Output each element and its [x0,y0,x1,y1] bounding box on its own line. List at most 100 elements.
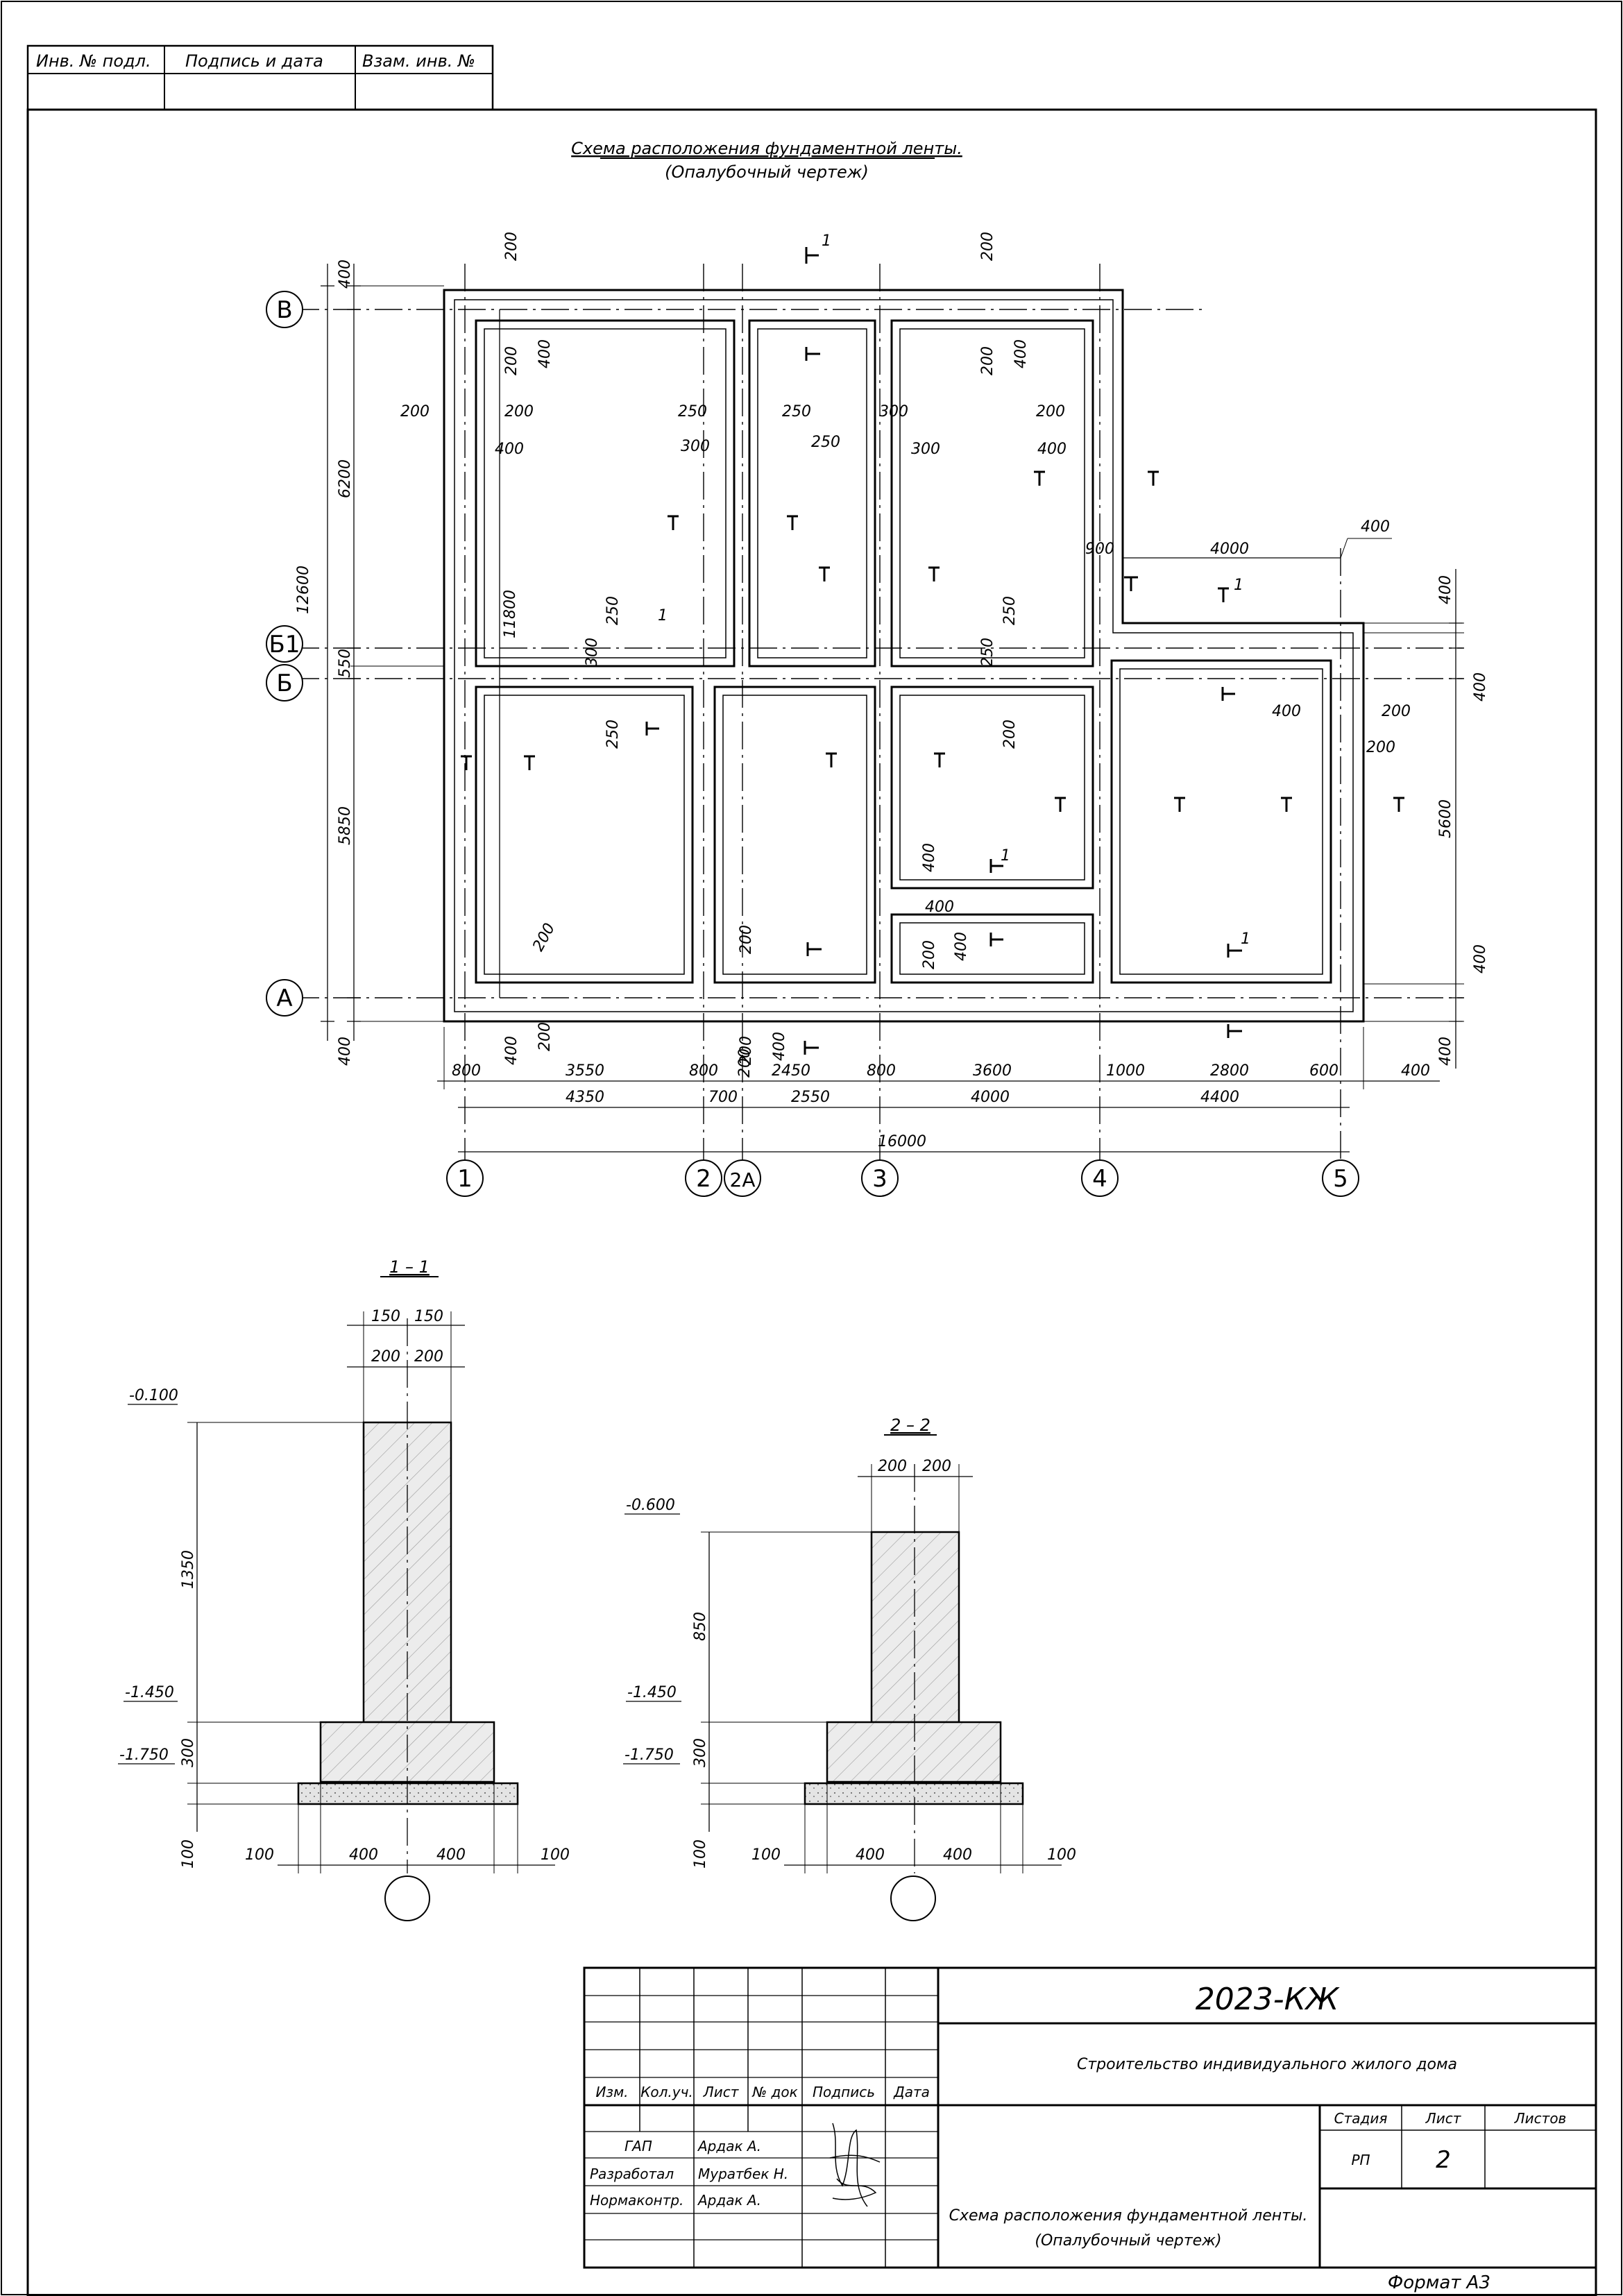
stamp-header-inv: Инв. № подл. [36,51,151,71]
strip-inner-contour [454,299,1354,1012]
s1-elev-mid: -1.450 [125,1684,174,1701]
s1-vdim-1350: 1350 [180,1550,197,1589]
section-mark-number: 1 [1241,930,1250,948]
axis-label-4: 4 [1092,1165,1107,1193]
right-dimension-chain [1449,569,1463,1069]
tb-col-izm: Изм. [595,2084,628,2100]
left-dimension-chain [321,264,500,1041]
role-gap: ГАП [624,2138,652,2154]
inner-dim: 300 [681,438,710,455]
bottom-dim-3600: 3600 [973,1062,1012,1080]
s1-top-200-b: 200 [414,1348,443,1366]
stamp-header-sign: Подпись и дата [185,51,323,71]
inner-dim: 400 [503,1036,520,1065]
right-dim-400-b: 400 [1472,672,1489,701]
s1-vdim-300: 300 [180,1738,197,1767]
s2-bdim-100-a: 100 [751,1846,781,1864]
section-mark-number: 1 [822,232,831,250]
section-mark-number: 1 [1001,847,1010,865]
section-2-2: 2 – 2 [701,1415,1062,1921]
inner-dim: 400 [925,899,954,916]
bottom-dim-800-b: 800 [689,1062,718,1080]
section-1-title: 1 – 1 [389,1257,430,1277]
bottom-dim-600: 600 [1309,1062,1339,1080]
inner-dim: 250 [604,720,622,749]
inner-dim: 200 [738,1036,755,1065]
s1-top-150-b: 150 [414,1308,443,1325]
title-block [583,1966,1597,2269]
room-6 [890,686,1094,890]
left-dim-5850: 5850 [337,806,354,845]
tb-col-koluch: Кол.уч. [640,2084,693,2100]
sheet-value: 2 [1436,2146,1451,2174]
revision-stamp: Инв. № подл. Подпись и дата Взам. инв. № [26,44,494,111]
section-2-title: 2 – 2 [890,1415,931,1435]
drawing-subtitle: (Опалубочный чертеж) [1035,2232,1221,2250]
s1-elev-top: -0.100 [129,1387,178,1404]
bottom-dim-1000: 1000 [1106,1062,1145,1080]
bottom-dimension-chains [437,1080,1440,1153]
room-7 [890,913,1094,984]
name-razrabotal: Муратбек Н. [698,2166,788,2182]
row-axis-markers [266,291,303,1017]
room-2 [748,319,876,667]
role-razrabotal: Разработал [590,2166,674,2182]
inner-dim: 300 [879,403,908,420]
bottom-dim-2450: 2450 [772,1062,810,1080]
bottom-dim-4350: 4350 [566,1089,604,1106]
top-dim-4000: 4000 [1210,541,1249,558]
overall-dim-16000: 16000 [878,1133,926,1150]
inner-dim: 200 [504,403,534,420]
right-dim-5600: 5600 [1437,799,1454,838]
inner-dim: 200 [1382,703,1411,720]
inner-dim: 200 [1366,739,1395,756]
doc-code: 2023-КЖ [1196,1982,1340,2017]
room-4 [475,686,694,984]
s2-elev-bottom: -1.750 [624,1746,674,1764]
drawing-title: Схема расположения фундаментной ленты. [949,2207,1308,2225]
axis-label-A: А [276,985,292,1012]
s2-top-200-b: 200 [922,1458,951,1475]
axis-label-3: 3 [872,1165,887,1193]
room-1 [475,319,736,667]
inner-dim: 200 [921,940,938,969]
stage-header: Стадия [1334,2110,1388,2127]
inner-dim: 200 [1036,403,1065,420]
bottom-dim-2550: 2550 [791,1089,830,1106]
s1-bdim-400-a: 400 [349,1846,378,1864]
bottom-dim-2800: 2800 [1210,1062,1249,1080]
section-mark-number: 1 [1234,577,1243,594]
section-mark-number: 1 [658,607,668,624]
inner-dim: 200 [738,925,755,954]
project-name: Строительство индивидуального жилого дом… [1077,2056,1457,2073]
inner-dim: 400 [1037,441,1067,458]
inner-dim: 400 [921,843,938,872]
tb-col-podpis: Подпись [813,2084,875,2100]
axis-label-2A: 2А [730,1168,756,1191]
bottom-dim-200: 200 [736,1048,754,1078]
room-3 [890,319,1094,667]
s2-vdim-850: 850 [692,1612,709,1641]
inner-dim: 400 [536,339,554,368]
s1-bdim-400-b: 400 [436,1846,466,1864]
inner-dim: 250 [1001,596,1019,625]
inner-dim: 250 [811,434,840,451]
drawing-frame [26,108,1597,2296]
axis-label-B1: Б1 [269,631,300,658]
inner-dimension-labels: 200 200 400 200 200 400 250 300 250 250 … [400,232,1411,1065]
name-normokontr: Ардак А. [697,2192,761,2209]
inner-dim: 400 [771,1032,788,1061]
bottom-dim-4000: 4000 [971,1089,1010,1106]
inner-dim: 200 [979,232,996,261]
axis-label-B: Б [276,670,292,697]
inner-dim: 250 [678,403,707,420]
plan-title: Схема расположения фундаментной ленты. [571,139,962,158]
sheets-header: Листов [1514,2110,1567,2127]
s2-bdim-100-b: 100 [1047,1846,1076,1864]
tb-col-data: Дата [893,2084,930,2100]
inner-dim-11800: 11800 [502,590,519,638]
signature [829,2123,881,2207]
s1-elev-bottom: -1.750 [119,1746,169,1764]
room-8 [1110,659,1332,984]
